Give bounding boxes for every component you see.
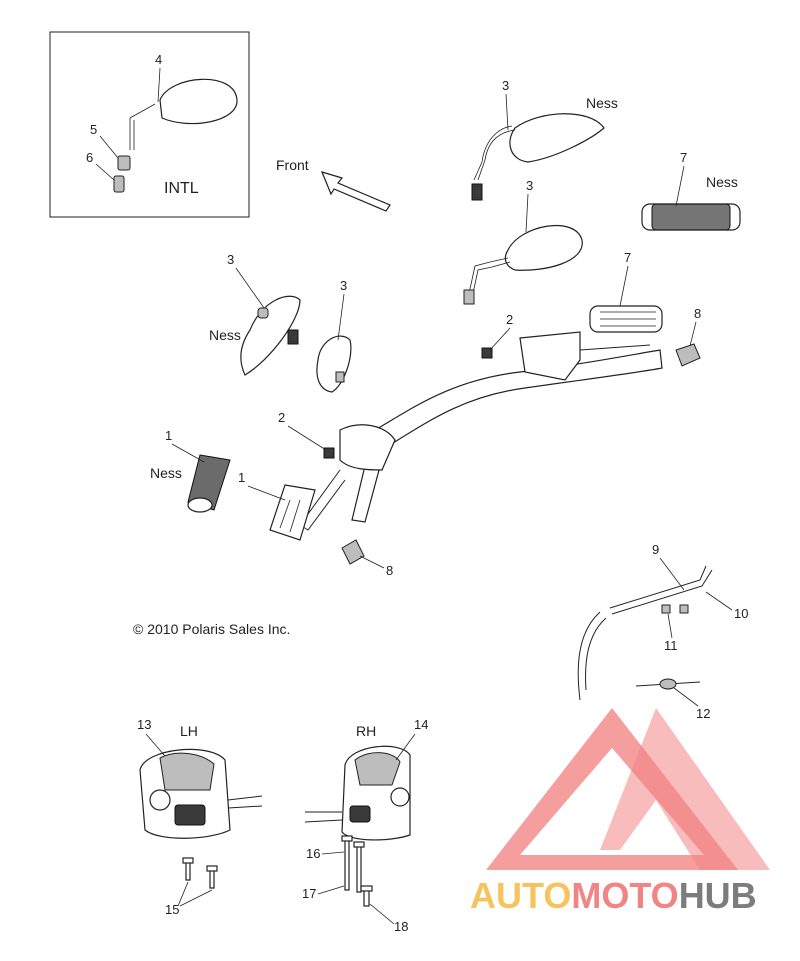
grip-ness-right: 7 Ness: [641, 150, 741, 231]
ness-label-grip-top: Ness: [706, 174, 738, 190]
callout-5: 5: [90, 122, 97, 137]
lh-label: LH: [180, 723, 198, 739]
callout-2a: 2: [506, 312, 513, 327]
callout-15: 15: [165, 902, 179, 917]
watermark-hub: HUB: [679, 875, 757, 916]
grip-ness-left: 1 Ness: [150, 428, 231, 513]
handlebar: [299, 331, 663, 531]
mirror-ness-right: 3 Ness: [471, 78, 618, 201]
callout-10: 10: [734, 606, 748, 621]
bar-end-right: 8: [675, 306, 701, 367]
rh-label: RH: [356, 723, 376, 739]
callout-2b: 2: [278, 410, 285, 425]
switch-left-hand: 13 LH: [137, 717, 263, 839]
callout-1a: 1: [165, 428, 172, 443]
copyright-text: © 2010 Polaris Sales Inc.: [133, 621, 290, 637]
front-arrow: Front: [276, 157, 391, 212]
cable-clamp: 12: [635, 678, 710, 721]
callout-4: 4: [155, 52, 162, 67]
grip-standard-right: 7: [589, 250, 663, 333]
mirror-intl-bolt: [113, 175, 125, 193]
callout-1b: 1: [238, 470, 245, 485]
automotohub-watermark: AUTOMOTOHUB: [470, 708, 770, 916]
callout-7a: 7: [680, 150, 687, 165]
intl-label: INTL: [164, 180, 199, 197]
callout-7b: 7: [624, 250, 631, 265]
screw-lower: 2: [278, 410, 335, 459]
ness-label-mirror-left: Ness: [209, 327, 241, 343]
mirror-standard-right: 3: [463, 178, 583, 305]
screws-left: 15: [165, 857, 218, 917]
intl-inset: 4 5 6 INTL: [49, 31, 250, 218]
callout-3d: 3: [340, 278, 347, 293]
watermark-auto: AUTO: [470, 875, 571, 916]
callout-14: 14: [414, 717, 428, 732]
grip-standard-left: 1: [238, 470, 316, 541]
callout-6: 6: [86, 150, 93, 165]
mirror-intl-adapter: [117, 155, 131, 171]
callout-8a: 8: [694, 306, 701, 321]
callout-18: 18: [394, 919, 408, 934]
mirror-standard-left: 3: [316, 278, 352, 393]
callout-11: 11: [664, 638, 678, 653]
callout-3c: 3: [227, 252, 234, 267]
callout-12: 12: [696, 706, 710, 721]
mirror-ness-left: 3 Ness: [209, 252, 301, 376]
callout-8b: 8: [386, 563, 393, 578]
watermark-triangle-icon: [486, 708, 738, 870]
screws-right: 16 17 18: [302, 835, 408, 934]
callout-3a: 3: [502, 78, 509, 93]
watermark-moto: MOTO: [571, 875, 678, 916]
mirror-intl-head: [159, 78, 238, 125]
switch-right-hand: 14 RH: [304, 717, 428, 841]
ness-label-mirror-top: Ness: [586, 95, 618, 111]
front-label: Front: [276, 157, 309, 173]
throttle-cables: 9 10 11: [577, 542, 748, 701]
callout-3b: 3: [526, 178, 533, 193]
screw-upper: 2: [481, 312, 513, 359]
ness-label-grip-left: Ness: [150, 465, 182, 481]
callout-17: 17: [302, 886, 316, 901]
callout-9: 9: [652, 542, 659, 557]
callout-16: 16: [306, 846, 320, 861]
bar-end-left: 8: [341, 539, 393, 578]
watermark-word: AUTOMOTOHUB: [470, 875, 757, 916]
callout-13: 13: [137, 717, 151, 732]
